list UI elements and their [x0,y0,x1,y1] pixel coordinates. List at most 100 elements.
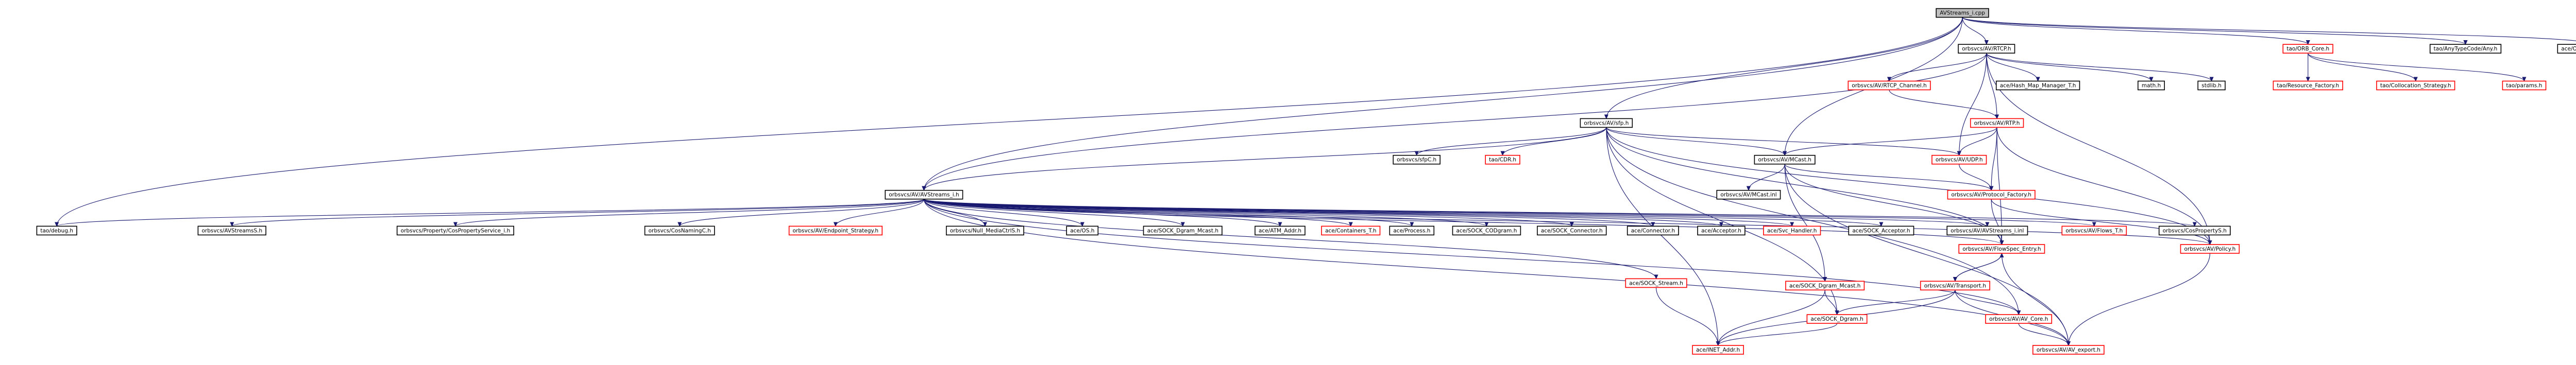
node-os[interactable]: ace/OS.h [1066,225,1099,236]
node-anytc[interactable]: tao/AnyTypeCode/Any.h [2429,44,2502,54]
edge-sockstream-to-inetaddr [1656,287,1718,345]
node-avudp[interactable]: orbsvcs/AV/UDP.h [1931,154,1987,165]
node-policy[interactable]: orbsvcs/AV/Policy.h [2180,244,2240,254]
node-label: orbsvcs/AV/FlowSpec_Entry.h [1962,246,2041,252]
node-sockdgram[interactable]: ace/SOCK_Dgram.h [1806,314,1868,324]
node-endpoint[interactable]: orbsvcs/AV/Endpoint_Strategy.h [788,225,883,236]
node-box [1946,225,2028,236]
node-svchandler[interactable]: ace/Svc_Handler.h [1763,225,1821,236]
node-label: orbsvcs/AV/sfp.h [1584,120,1629,126]
node-box [1958,244,2045,254]
node-sockdmcast2[interactable]: ace/SOCK_Dgram_Mcast.h [1785,281,1865,291]
edge-sockdmcast2-to-inetaddr [1718,290,1825,345]
edge-mcast-to-avmcastinl [1749,164,1785,190]
node-cdr[interactable]: tao/CDR.h [1485,154,1520,165]
node-label: stdlib.h [2201,83,2222,89]
node-connector[interactable]: ace/Connector.h [1626,225,1679,236]
node-sockdmc[interactable]: ace/SOCK_Dgram_Mcast.h [1143,225,1223,236]
node-hashmap[interactable]: ace/Hash_Map_Manager_T.h [1995,80,2080,91]
node-avcore[interactable]: orbsvcs/AV/AV_Core.h [1985,314,2053,324]
node-avexport[interactable]: orbsvcs/AV/AV_export.h [2032,345,2105,355]
node-label: ace/Hash_Map_Manager_T.h [2000,83,2076,89]
node-rtcpchan[interactable]: orbsvcs/AV/RTCP_Channel.h [1848,80,1931,91]
node-box [1985,314,2053,324]
node-cosprop[interactable]: orbsvcs/CosPropertyS.h [2158,225,2231,236]
node-sfpc[interactable]: orbsvcs/sfpC.h [1393,154,1440,165]
node-box [2273,80,2343,91]
edge-rtcp-to-hashmap [1986,53,2038,81]
edge-policy-to-avexport [2069,253,2210,345]
node-box [1754,154,1816,165]
node-box [1806,314,1868,324]
edge-avstreams-to-sockdmc [923,199,1182,227]
node-box [1537,225,1607,236]
edge-root-to-anytc [1962,17,2466,45]
node-math[interactable]: math.h [2137,80,2165,91]
edge-avrtp-to-policy [1996,127,2210,245]
node-box [1848,225,1914,236]
node-box [2180,244,2240,254]
node-stdlib[interactable]: stdlib.h [2197,80,2226,91]
node-label: ace/SOCK_Acceptor.h [1852,228,1910,234]
node-containers[interactable]: ace/Containers_T.h [1321,225,1381,236]
node-label: orbsvcs/AV/Endpoint_Strategy.h [793,228,879,234]
node-sfp[interactable]: orbsvcs/AV/sfp.h [1580,118,1633,128]
node-nsinet[interactable]: ace/OS_NS_arpa_inet.h [2557,44,2576,54]
node-resfac[interactable]: tao/Resource_Factory.h [2273,80,2343,91]
edge-avstreams-to-sockcodgram [923,199,1486,227]
node-inetaddr[interactable]: ace/INET_Addr.h [1692,345,1744,355]
node-process[interactable]: ace/Process.h [1389,225,1435,236]
node-transport[interactable]: orbsvcs/AV/Transport.h [1920,281,1990,291]
node-cosnaming[interactable]: orbsvcs/CosNamingC.h [644,225,715,236]
node-tslog[interactable]: tao/debug.h [36,225,77,236]
node-label: ace/SOCK_Stream.h [1629,280,1683,286]
node-protofac[interactable]: orbsvcs/AV/Protocol_Factory.h [1947,189,2036,200]
node-label: ace/Svc_Handler.h [1767,228,1817,234]
node-sockcodgram[interactable]: ace/SOCK_CODgram.h [1452,225,1521,236]
node-avmcastinl[interactable]: orbsvcs/AV/MCast.inl [1716,189,1781,200]
node-label: ace/OS.h [1070,228,1094,234]
node-label: orbsvcs/sfpC.h [1397,157,1436,163]
node-rtcp[interactable]: orbsvcs/AV/RTCP.h [1958,44,2015,54]
node-orbcore[interactable]: tao/ORB_Core.h [2282,44,2333,54]
node-sockconn[interactable]: ace/SOCK_Connector.h [1537,225,1607,236]
edge-root-to-tslog [57,17,1963,227]
node-avstreamsi[interactable]: orbsvcs/AV/AVStreams_i.inl [1946,225,2028,236]
edge-avstreams-to-sockstream [923,199,1656,279]
node-label: tao/AnyTypeCode/Any.h [2434,46,2498,52]
edge-avstreams-to-propserv [455,199,924,227]
edge-avstreams-to-endpoint [836,199,924,227]
edge-sfp-to-sfpc [1417,127,1607,155]
edge-sfp-to-avudp [1606,127,1959,155]
node-avstreamsS[interactable]: orbsvcs/AVStreamsS.h [197,225,266,236]
node-box [1936,8,1989,18]
node-box [396,225,515,236]
node-atmaddr[interactable]: ace/ATM_Addr.h [1255,225,1306,236]
node-label: ace/OS_NS_arpa_inet.h [2561,46,2576,52]
edge-avstreams-to-avcore [923,199,2019,315]
node-label: orbsvcs/Null_MediaCtrlS.h [950,228,1020,234]
edge-rtcp-to-avstreams [924,53,1987,190]
node-box [1321,225,1381,236]
edge-avrtp-to-mcast [1785,127,1997,155]
node-avstreams[interactable]: orbsvcs/AV/AVStreams_i.h [885,189,963,200]
node-nullmedia[interactable]: orbsvcs/Null_MediaCtrlS.h [946,225,1024,236]
node-avrtp[interactable]: orbsvcs/AV/RTP.h [1970,118,2024,128]
node-label: orbsvcs/AV/Protocol_Factory.h [1951,192,2031,198]
node-flowspec[interactable]: orbsvcs/AV/FlowSpec_Entry.h [1958,244,2045,254]
node-label: ace/INET_Addr.h [1696,347,1740,353]
node-sockacc[interactable]: ace/SOCK_Acceptor.h [1848,225,1914,236]
node-label: AVStreams_i.cpp [1940,10,1985,16]
node-collocstrat[interactable]: tao/Collocation_Strategy.h [2376,80,2455,91]
node-flowst[interactable]: orbsvcs/AV/Flows_T.h [2061,225,2127,236]
node-params[interactable]: tao/params.h [2502,80,2547,91]
node-box [1931,154,1987,165]
node-sockstream[interactable]: ace/SOCK_Stream.h [1625,278,1687,288]
node-box [788,225,883,236]
node-mcast[interactable]: orbsvcs/AV/MCast.h [1754,154,1816,165]
node-label: orbsvcs/AV/AV_Core.h [1989,316,2048,322]
node-label: ace/Acceptor.h [1701,228,1741,234]
node-acceptor[interactable]: ace/Acceptor.h [1697,225,1745,236]
node-propserv[interactable]: orbsvcs/Property/CosPropertyService_i.h [396,225,515,236]
dependency-edges [57,17,2576,345]
